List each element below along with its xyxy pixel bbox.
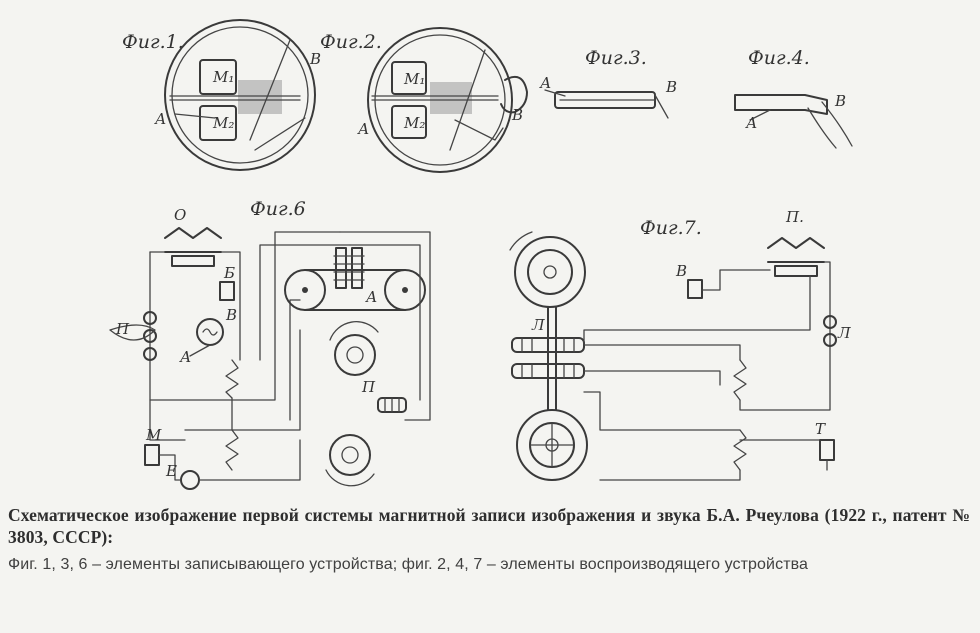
fig3-b-label: В [665, 78, 677, 96]
fig6-a-label: А [179, 348, 191, 366]
fig6-m-label: М [145, 426, 162, 444]
fig4-nozzle [734, 94, 853, 149]
fig2-b-label: В [511, 106, 523, 124]
fig7-label: Фиг.7. [640, 217, 702, 239]
fig7-p-label: П. [785, 208, 804, 226]
fig6-v-label: В [225, 306, 237, 324]
fig1-disc [164, 19, 316, 171]
fig6-o-label: О [174, 206, 186, 224]
fig4-label: Фиг.4. [748, 47, 810, 69]
fig1-b-label: В [309, 50, 321, 68]
fig3-rod [544, 89, 669, 119]
fig7-l2-label: Л [531, 316, 545, 334]
fig6-label: Фиг.6 [250, 198, 306, 220]
fig2-m1-label: М₁ [403, 70, 425, 88]
fig7-v-label: В [675, 262, 687, 280]
fig2-m2-label: М₂ [403, 114, 425, 132]
caption-subtitle: Фиг. 1, 3, 6 – элементы записывающего ус… [8, 556, 809, 573]
fig7-l-label: Л [837, 324, 851, 342]
fig6-circuit [109, 227, 431, 490]
fig6-p-label: П [115, 320, 130, 338]
fig4-b-label: В [834, 92, 846, 110]
fig6-pi-label: П [361, 378, 376, 396]
patent-drawing: Фиг.1. Фиг.2. Фиг.3. Фиг.4. Фиг.6 Фиг.7.… [109, 19, 853, 490]
caption-title: Схематическое изображение первой системы… [8, 505, 970, 547]
schematic-svg: Фиг.1. Фиг.2. Фиг.3. Фиг.4. Фиг.6 Фиг.7.… [109, 19, 853, 490]
fig2-disc [367, 27, 528, 173]
fig6-b-cyr-label: Б [223, 264, 235, 282]
fig7-circuit [509, 231, 837, 481]
fig7-t-label: Т [815, 420, 826, 438]
fig6-a2-label: А [365, 288, 377, 306]
fig2-label: Фиг.2. [320, 31, 382, 53]
fig3-label: Фиг.3. [585, 47, 647, 69]
fig2-a-label: А [357, 120, 369, 138]
figure-caption: Схематическое изображение первой системы… [8, 504, 970, 574]
fig4-a-label: А [745, 114, 757, 132]
fig1-a-label: А [154, 110, 166, 128]
fig1-m2-label: М₂ [212, 114, 234, 132]
fig1-m1-label: М₁ [212, 68, 234, 86]
fig1-label: Фиг.1. [122, 31, 184, 53]
fig6-e-label: Е [165, 462, 177, 480]
fig3-a-label: А [539, 74, 551, 92]
